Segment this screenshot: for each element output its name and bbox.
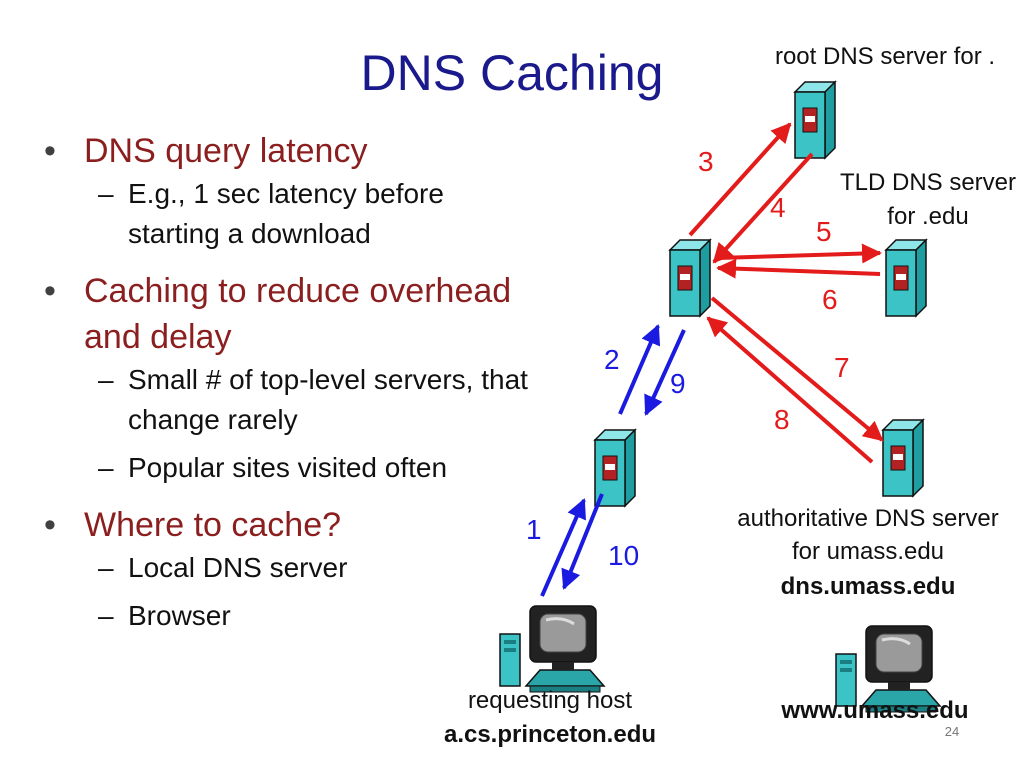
arrow-label-10: 10 [608,540,640,571]
arrow-label-8: 8 [774,404,790,435]
authoritative-dns-server-icon [882,419,924,497]
page-number: 24 [944,724,960,739]
arrow-7 [710,296,884,442]
sub-bullet-item: –Browser [40,596,540,636]
arrow-4 [712,152,814,264]
arrow-2 [618,324,661,415]
root-dns-server-icon [794,81,836,159]
sub-bullet-text: Browser [128,600,231,631]
auth-server-label-line1: authoritative DNS server [737,505,999,532]
local-dns-server-icon [669,239,711,317]
arrow-label-2: 2 [604,344,620,375]
sub-bullet-text: Local DNS server [128,552,348,583]
tld-server-label-line1: TLD DNS server [839,169,1017,196]
arrow-9 [644,329,686,416]
sub-bullet-text: Popular sites visited often [128,452,448,483]
dash-icon: – [98,178,114,209]
bullet-item: • DNS query latency [40,128,540,174]
web-host-hostname: www.umass.edu [781,697,969,724]
slide-title: DNS Caching [360,45,664,101]
arrow-8 [706,316,874,464]
tld-server-label-line2: for .edu [887,203,969,230]
bullet-item: • Where to cache? [40,502,540,548]
requesting-host-hostname: a.cs.princeton.edu [443,721,657,748]
dash-icon: – [98,452,114,483]
dash-icon: – [98,552,114,583]
arrow-label-6: 6 [822,284,838,315]
dash-icon: – [98,364,114,395]
bullet-dot-icon: • [44,132,56,170]
requesting-host-label: requesting host [467,687,633,714]
sub-bullet-item: –Popular sites visited often [40,448,540,488]
sub-bullet-text: Small # of top-level servers, that chang… [128,364,528,435]
arrow-3 [688,122,792,237]
arrow-5 [717,243,882,264]
arrow-label-4: 4 [770,192,786,223]
arrow-6 [716,258,881,279]
root-server-label: root DNS server for . [774,43,996,70]
bullet-item: • Caching to reduce overhead and delay [40,268,540,360]
arrow-label-5: 5 [816,216,832,247]
arrow-label-7: 7 [834,352,850,383]
bullet-dot-icon: • [44,272,56,310]
requesting-host-computer-icon [498,604,606,694]
bullet-dot-icon: • [44,506,56,544]
dash-icon: – [98,600,114,631]
arrow-10 [561,493,604,590]
sub-bullet-item: –Small # of top-level servers, that chan… [40,360,540,440]
bullet-list: •DNS query latency –E.g., 1 sec latency … [40,128,540,636]
sub-bullet-text: E.g., 1 sec latency before starting a do… [128,178,444,249]
arrow-1 [540,498,586,597]
sub-bullet-item: –Local DNS server [40,548,540,588]
arrow-label-3: 3 [698,146,714,177]
bullet-text: DNS query latency [84,132,368,170]
sub-bullet-item: –E.g., 1 sec latency before starting a d… [40,174,540,254]
auth-server-label-line2: for umass.edu [791,538,945,565]
bullet-text: Where to cache? [84,506,342,544]
arrow-label-9: 9 [670,368,686,399]
tld-dns-server-icon [885,239,927,317]
auth-server-hostname: dns.umass.edu [780,573,956,600]
bullet-text: Caching to reduce overhead and delay [84,272,512,356]
arrow-label-1: 1 [526,514,542,545]
